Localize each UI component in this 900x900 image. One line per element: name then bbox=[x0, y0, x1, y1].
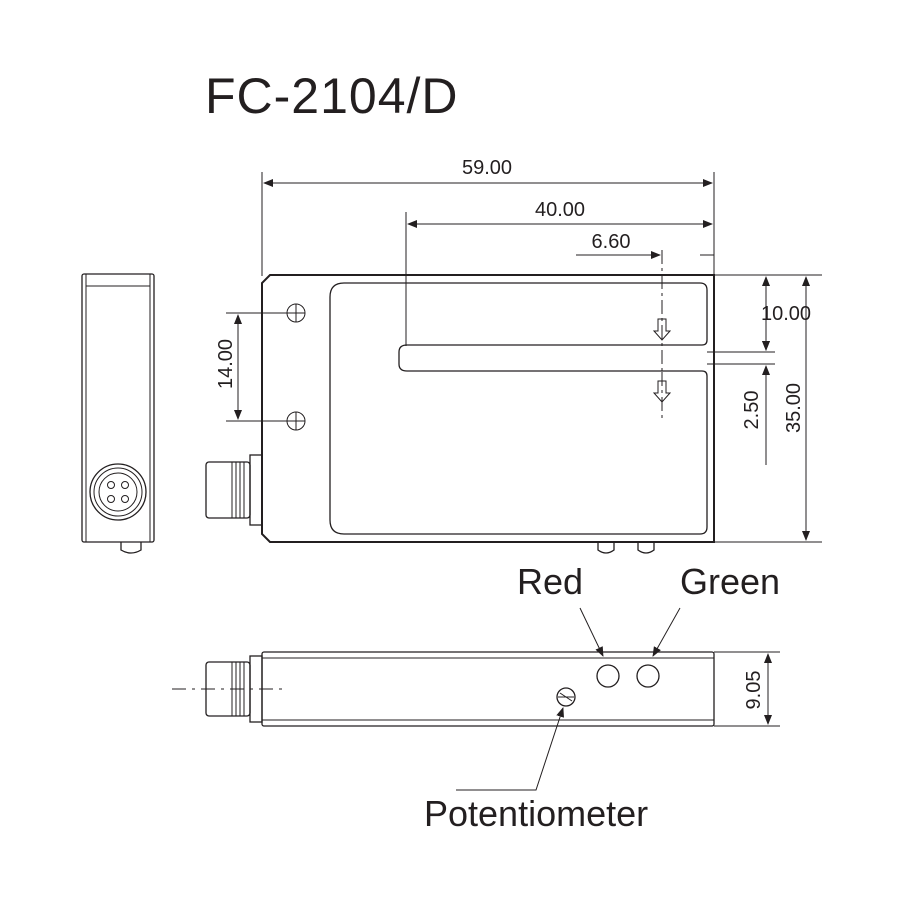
dim-slot-width: 2.50 bbox=[741, 391, 763, 430]
dim-hole-spacing: 14.00 bbox=[215, 339, 237, 389]
dim-slot-depth: 40.00 bbox=[535, 199, 585, 221]
connector-face-icon bbox=[89, 463, 147, 521]
beam-arrow-icon bbox=[652, 372, 672, 418]
dimension-lines bbox=[226, 172, 822, 543]
red-led-icon bbox=[596, 664, 620, 688]
bottom-view bbox=[172, 651, 715, 727]
cable-connector-icon bbox=[205, 454, 263, 526]
side-view bbox=[81, 273, 155, 554]
green-label: Green bbox=[680, 561, 780, 602]
dim-slot-top: 10.00 bbox=[761, 303, 811, 325]
potentiometer-icon bbox=[556, 687, 576, 707]
front-view bbox=[205, 250, 715, 554]
green-led-icon bbox=[636, 664, 660, 688]
dim-overall-width: 59.00 bbox=[462, 157, 512, 179]
potentiometer-label: Potentiometer bbox=[424, 793, 648, 834]
dimension-lines bbox=[714, 651, 780, 727]
beam-arrow-icon bbox=[652, 250, 672, 372]
dim-slot-offset: 6.60 bbox=[592, 231, 631, 253]
red-label: Red bbox=[517, 561, 583, 602]
dim-height: 35.00 bbox=[783, 383, 805, 433]
leader-lines bbox=[456, 607, 681, 791]
model-title: FC-2104/D bbox=[205, 68, 459, 124]
dim-thickness: 9.05 bbox=[743, 671, 765, 710]
